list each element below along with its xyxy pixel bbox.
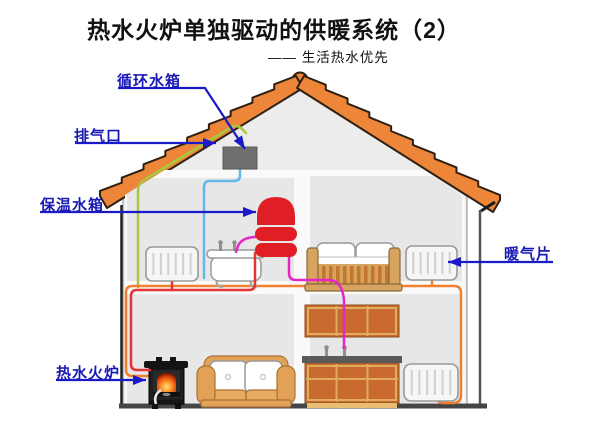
bed-slat bbox=[322, 266, 326, 284]
tank-segment bbox=[255, 243, 297, 257]
cushion-button bbox=[259, 373, 267, 381]
stove-top-plate bbox=[144, 361, 188, 368]
bathtub bbox=[206, 240, 266, 289]
hot-supply-pipe bbox=[129, 251, 257, 372]
radiator-kitchen bbox=[403, 363, 459, 402]
bed-slat bbox=[350, 266, 354, 284]
cold-water-pipe bbox=[202, 167, 242, 280]
bed-slat bbox=[371, 266, 375, 284]
tub-body bbox=[210, 255, 262, 282]
bed bbox=[304, 242, 403, 292]
label-exhaust-vent: 排气口 bbox=[74, 128, 123, 145]
roof-right-slope bbox=[296, 75, 502, 214]
label-circulation-tank: 循环水箱 bbox=[117, 73, 182, 90]
bed-slat bbox=[343, 266, 347, 284]
sofa bbox=[196, 355, 296, 408]
stove-fire-window bbox=[157, 373, 176, 392]
stove-door-handle bbox=[153, 388, 162, 405]
furniture bbox=[144, 146, 459, 409]
dhw-pipe-to-bathtub bbox=[234, 235, 259, 254]
circulation-tank bbox=[222, 146, 258, 170]
stove-handle bbox=[162, 392, 171, 397]
bed-slat bbox=[329, 266, 333, 284]
bed-slat bbox=[385, 266, 389, 284]
page-subtitle: —— 生活热水优先 bbox=[268, 50, 389, 65]
sofa-armrest bbox=[196, 365, 216, 405]
bed-base-rail bbox=[304, 283, 403, 292]
hot-water-stove bbox=[144, 357, 188, 409]
bed-slat bbox=[357, 266, 361, 284]
sofa-base bbox=[200, 399, 292, 408]
bed-slat bbox=[336, 266, 340, 284]
dhw-pipe-to-kitchen bbox=[287, 253, 346, 350]
bed-slats bbox=[322, 266, 389, 284]
upper-cabinet bbox=[304, 304, 400, 338]
label-insulated-tank: 保温水箱 bbox=[40, 197, 105, 214]
label-hot-water-stove: 热水火炉 bbox=[56, 365, 121, 382]
gutter-elbow bbox=[480, 200, 496, 213]
return-pipe-loop bbox=[124, 284, 463, 405]
label-radiator: 暖气片 bbox=[504, 246, 553, 263]
radiator-bathroom bbox=[145, 246, 199, 282]
label-arrows bbox=[40, 86, 553, 385]
countertop bbox=[302, 356, 402, 363]
bed-slat bbox=[378, 266, 382, 284]
arrow-circulation-tank bbox=[118, 86, 246, 150]
cabinet-kickboard bbox=[307, 403, 397, 408]
tank-dome bbox=[257, 197, 295, 225]
sofa-armrest bbox=[276, 365, 296, 405]
pipes-back bbox=[124, 124, 463, 405]
tank-segment bbox=[255, 227, 297, 241]
tub-faucets bbox=[218, 240, 237, 251]
bed-slat bbox=[364, 266, 368, 284]
insulated-tank bbox=[255, 197, 297, 257]
page-title: 热水火炉单独驱动的供暖系统（2） bbox=[87, 17, 461, 43]
house bbox=[98, 71, 502, 409]
kitchen-cabinets bbox=[302, 304, 402, 408]
vent-pipe bbox=[136, 124, 248, 289]
pipes-front bbox=[129, 235, 346, 372]
lower-cabinet bbox=[304, 362, 400, 404]
cushion-button bbox=[224, 373, 232, 381]
